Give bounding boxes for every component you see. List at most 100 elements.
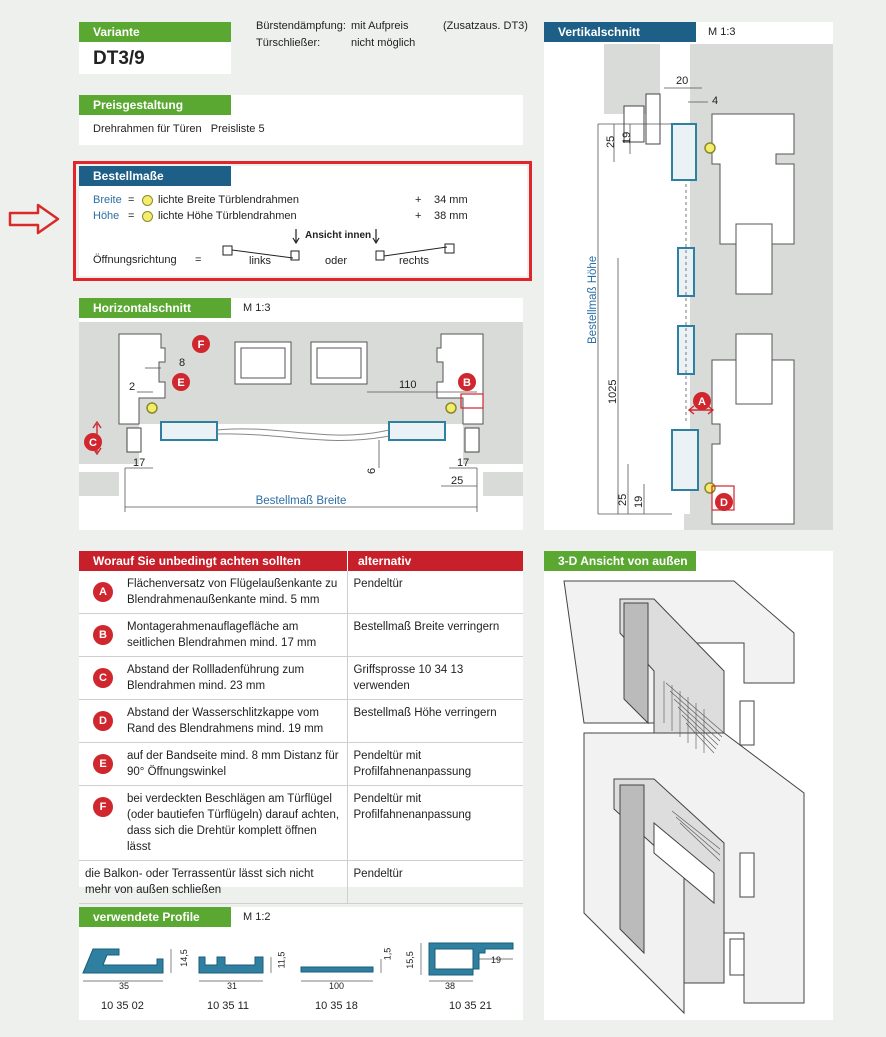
info-row2-value: nicht möglich	[351, 37, 416, 49]
marker-D: D	[720, 497, 728, 509]
alternative-text: Bestellmaß Breite verringern	[353, 621, 500, 633]
profile-scale: M 1:2	[243, 911, 271, 923]
profile-header: verwendete Profile	[79, 907, 231, 927]
requirement-badge: A	[93, 582, 113, 602]
breite-marker-icon	[142, 195, 153, 206]
requirements-table: A Flächenversatz von Flügelaußenkante zu …	[79, 571, 523, 904]
hoehe-plus: +	[415, 210, 422, 222]
profiles-drawing	[82, 942, 514, 982]
profile4-id: 10 35 21	[449, 1000, 492, 1012]
links-label: links	[249, 255, 272, 267]
hoehe-value: 38 mm	[434, 210, 468, 222]
breite-label: Breite	[93, 194, 122, 206]
ansicht-arrows-icon	[292, 229, 380, 245]
requirement-text: Flächenversatz von Flügelaußenkante zu B…	[127, 578, 338, 606]
requirement-text: Abstand der Wasserschlitzkappe vom Rand …	[127, 707, 324, 735]
requirement-badge: E	[93, 754, 113, 774]
horizontal-header: Horizontalschnitt	[79, 298, 231, 318]
breite-text: lichte Breite Türblendrahmen	[158, 194, 300, 206]
preis-text: Drehrahmen für Türen Preisliste 5	[93, 123, 265, 135]
dim-4: 4	[712, 95, 718, 107]
profile2-height: 11,5	[276, 951, 287, 969]
requirement-cell: A Flächenversatz von Flügelaußenkante zu …	[79, 571, 348, 614]
info-row2-label: Türschließer:	[256, 37, 321, 49]
profile1-height: 14,5	[178, 949, 189, 967]
oeffnung-eq: =	[195, 254, 202, 266]
requirement-badge: D	[93, 711, 113, 731]
alternative-text: Pendeltür	[353, 578, 403, 590]
bestell-panel: Bestellmaße Breite = lichte Breite Türbl…	[79, 166, 527, 276]
profile4-height: 15,5	[404, 951, 415, 969]
requirement-cell: die Balkon- oder Terrassentür lässt sich…	[79, 860, 348, 904]
horizontal-panel: Horizontalschnitt M 1:3	[79, 298, 523, 530]
bestell-highlight-frame	[73, 161, 532, 281]
hoehe-eq: =	[128, 210, 135, 222]
alternative-cell: Pendeltür	[347, 571, 523, 614]
profile3-height: 1,5	[382, 947, 393, 961]
hoehe-marker-icon	[142, 211, 153, 222]
ansicht-innen-label: Ansicht innen	[305, 230, 372, 241]
marker-B: B	[463, 377, 471, 389]
marker-F: F	[198, 339, 205, 351]
door-swing-diagram	[222, 243, 455, 261]
vertikal-panel: Vertikalschnitt M 1:3	[544, 22, 833, 530]
dim-25a: 25	[605, 136, 617, 148]
breite-value: 34 mm	[434, 194, 468, 206]
alternative-text: Pendeltür mit Profilfahnenanpassung	[353, 793, 472, 821]
requirement-text: bei verdeckten Beschlägen am Türflügel (…	[127, 793, 340, 853]
marker-E: E	[177, 377, 184, 389]
variante-header: Variante	[79, 22, 231, 42]
preis-header: Preisgestaltung	[79, 95, 231, 115]
dim-1025: 1025	[607, 380, 619, 404]
alternative-text: Pendeltür mit Profilfahnenanpassung	[353, 750, 472, 778]
alternative-cell: Griffsprosse 10 34 13 verwenden	[347, 656, 523, 700]
alternative-cell: Pendeltür mit Profilfahnenanpassung	[347, 785, 523, 861]
info-row1-note: (Zusatzaus. DT3)	[443, 20, 528, 32]
info-row1-label: Bürstendämpfung:	[256, 20, 346, 32]
vertikal-scale: M 1:3	[708, 26, 736, 38]
dim-25: 25	[451, 475, 463, 487]
alternative-text: Griffsprosse 10 34 13 verwenden	[353, 664, 464, 692]
hoehe-text: lichte Höhe Türblendrahmen	[158, 210, 297, 222]
horizontal-scale: M 1:3	[243, 302, 271, 314]
dim-19b: 19	[633, 496, 645, 508]
bestell-header: Bestellmaße	[79, 166, 231, 186]
alternative-cell: Pendeltür mit Profilfahnenanpassung	[347, 742, 523, 786]
horizontal-section-drawing: F E B C 8 2 110 17 17 6 25 Bestellmaß Br…	[79, 322, 523, 512]
dim-bestellmass-hoehe: Bestellmaß Höhe	[587, 256, 599, 344]
ansicht3d-panel: 3-D Ansicht von außen	[544, 551, 833, 1020]
requirement-badge: C	[93, 668, 113, 688]
dim-6: 6	[366, 468, 378, 474]
alternative-text: Pendeltür	[353, 868, 403, 880]
variante-value: DT3/9	[93, 48, 145, 69]
profile3-id: 10 35 18	[315, 1000, 358, 1012]
info-row1-value: mit Aufpreis	[351, 20, 409, 32]
table-row: die Balkon- oder Terrassentür lässt sich…	[79, 860, 523, 904]
dim-25b: 25	[617, 494, 629, 506]
table-row: D Abstand der Wasserschlitzkappe vom Rand…	[79, 699, 523, 743]
dim-2: 2	[129, 381, 135, 393]
preis-panel: Preisgestaltung Drehrahmen für Türen Pre…	[79, 95, 523, 145]
alternative-cell: Bestellmaß Höhe verringern	[347, 699, 523, 743]
requirements-header-right: alternativ	[348, 551, 523, 571]
profile4-width: 38	[445, 981, 456, 991]
dim-19a: 19	[621, 132, 633, 144]
dim-17a: 17	[133, 457, 145, 469]
requirements-header-left: Worauf Sie unbedingt achten sollten	[79, 551, 347, 571]
alternative-text: Bestellmaß Höhe verringern	[353, 707, 497, 719]
oeffnung-label: Öffnungsrichtung	[93, 254, 177, 266]
requirement-badge: B	[93, 625, 113, 645]
dim-bestellmass-breite: Bestellmaß Breite	[256, 495, 347, 507]
profile1-width: 35	[119, 981, 130, 991]
ansicht3d-header: 3-D Ansicht von außen	[544, 551, 696, 571]
profile2-width: 31	[227, 981, 238, 991]
variante-panel: Variante DT3/9	[79, 22, 231, 74]
